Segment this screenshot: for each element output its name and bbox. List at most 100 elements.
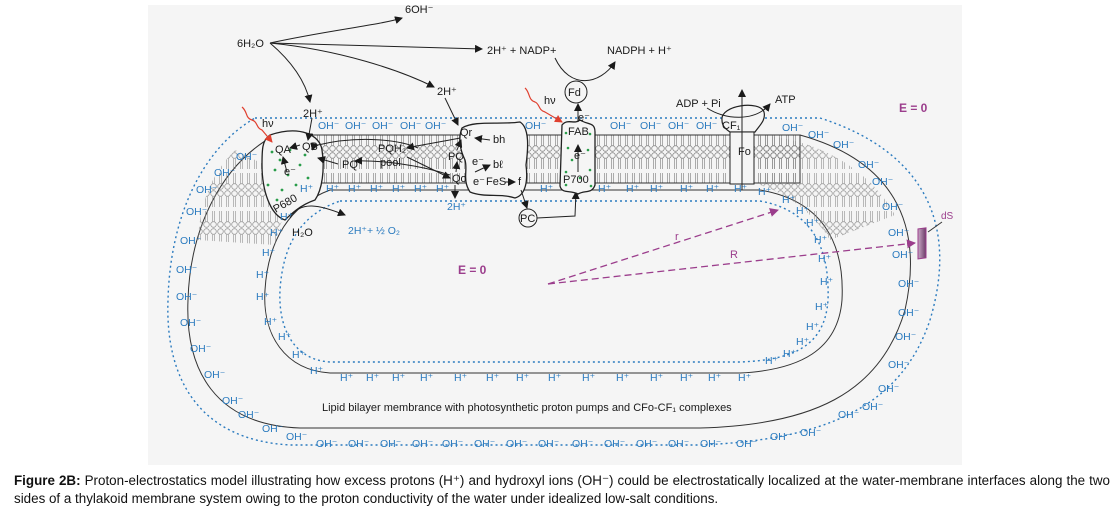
proton-ion: H⁺ [310,365,324,377]
qr-label: Qr [460,127,473,139]
proton-ion: H⁺ [598,183,612,195]
photon-psii [241,106,273,143]
hydroxyl-ion: OH⁻ [238,409,260,421]
hydroxyl-ion: OH⁻ [176,291,198,303]
proton-ion-labels: H⁺ H⁺ H⁺ H⁺ H⁺ H⁺ H⁺ H⁺ H⁺ H⁺ H⁺ H⁺ H⁺ H⁺ H⁺ H⁺ H⁺ H⁺ H⁺ H⁺… [256,183,834,384]
hydroxyl-ion: OH⁻ [196,184,218,196]
proton-ion: H⁺ [616,372,630,384]
electron-fes: e⁻ [473,176,485,188]
thylakoid-diagram: P680 QA QB e⁻ PQH₂ pool PQ Qr Qo PQ bh b… [167,4,954,450]
photon-psi [524,87,563,123]
figure-panel [148,5,962,465]
proton-ion: H⁺ [392,372,406,384]
r-label: r [675,231,679,243]
proton-ion: H⁺ [436,183,450,195]
proton-ion: H⁺ [370,183,384,195]
hydroxyl-ion: OH⁻ [770,431,792,443]
hydroxyl-ion: OH⁻ [898,278,920,290]
fd-label: Fd [568,87,581,99]
hydroxyl-ion: OH⁻ [736,438,758,450]
proton-ion: H⁺ [815,301,829,313]
proton-ion: H⁺ [292,349,306,361]
psi-label: P700 [563,174,589,186]
proton-ion: H⁺ [708,372,722,384]
pqh2-label: PQH₂ [378,143,406,155]
proton-mid-label: 2H⁺ [437,86,457,98]
outer-membrane [187,134,911,429]
proton-ion: H⁺ [796,205,810,217]
proton-ion: H⁺ [820,276,834,288]
hydroxyl-ion: OH⁻ [800,427,822,439]
hydroxyl-ion: OH⁻ [286,431,308,443]
electron-b: e⁻ [472,156,484,168]
caption-label: Figure 2B: [14,473,81,488]
hydroxyl-ion: OH⁻ [882,201,904,213]
hydroxyl-ion: OH⁻ [190,343,212,355]
water-label: 6H₂O [237,38,264,50]
hydroxyl-ion: OH⁻ [236,151,258,163]
hydroxide-label: 6OH⁻ [405,4,434,16]
proton-ion: H⁺ [765,355,779,367]
hydroxyl-ion: OH⁻ [180,317,202,329]
hydroxyl-ion-labels: OH⁻ OH⁻ OH⁻ OH⁻ OH⁻ OH⁻ OH⁻ OH⁻ OH⁻ OH⁻ OH⁻ OH⁻ OH⁻ O… [176,120,920,450]
hydroxyl-ion: OH⁻ [204,369,226,381]
proton-ion: H⁺ [706,183,720,195]
hydroxyl-ion: OH⁻ [316,438,338,450]
hydroxyl-ion: OH⁻ [782,122,804,134]
proton-ion: H⁺ [454,372,468,384]
fo-label: Fo [738,146,751,158]
lumen-2h-label: 2H⁺ [447,201,466,213]
proton-ion: H⁺ [680,372,694,384]
proton-ion: H⁺ [340,372,354,384]
proton-ion: H⁺ [262,247,276,259]
hydroxyl-ion: OH⁻ [636,438,658,450]
psii-pigments [266,148,310,202]
adp-label: ADP + Pi [676,98,721,110]
hydroxyl-ion: OH⁻ [878,383,900,395]
hydroxyl-ion: OH⁻ [898,307,920,319]
bl-label: bℓ [493,159,503,171]
electron-fd: e⁻ [578,112,590,124]
inner-ion-boundary [279,200,829,363]
proton-ion: H⁺ [796,336,810,348]
proton-ion: H⁺ [806,321,820,333]
proton-ion: H⁺ [392,183,406,195]
proton-ion: H⁺ [783,348,797,360]
bh-label: bh [493,134,505,146]
h2o-label: H₂O [292,227,313,239]
proton-ion: H⁺ [414,183,428,195]
R-label: R [730,249,738,261]
hydroxyl-ion: OH⁻ [474,438,496,450]
hydroxyl-ion: OH⁻ [318,120,340,132]
proton-ion: H⁺ [366,372,380,384]
hydroxyl-ion: OH⁻ [858,159,880,171]
hydroxyl-ion: OH⁻ [696,120,718,132]
ds-surface-element [917,227,927,260]
proton-ion: H⁺ [650,372,664,384]
hydroxyl-ion: OH⁻ [442,438,464,450]
hydroxyl-ion: OH⁻ [808,129,830,141]
lipid-bilayer-right [760,135,895,240]
proton-ion: H⁺ [326,183,340,195]
lipid-bilayer [300,135,800,183]
proton-ion: H⁺ [734,183,748,195]
hydroxyl-ion: OH⁻ [400,120,422,132]
ds-label: dS [941,211,954,222]
caption-text: Proton-electrostatics model illustrating… [14,473,1110,506]
proton-ion: H⁺ [814,234,828,246]
fab-label: FAB [568,126,589,138]
hydroxyl-ion: OH⁻ [262,423,284,435]
hydroxyl-ion: OH⁻ [345,120,367,132]
hydroxyl-ion: OH⁻ [572,438,594,450]
hv-psii: hν [262,118,274,130]
nadph-label: NADPH + H⁺ [607,45,672,57]
hydroxyl-ion: OH⁻ [380,438,402,450]
hv-psi: hν [544,95,556,107]
proton-ion: H⁺ [256,269,270,281]
inner-membrane [264,189,843,374]
proton-ion: H⁺ [348,183,362,195]
hydroxyl-ion: OH⁻ [700,438,722,450]
proton-ion: H⁺ [300,183,314,195]
proton-ion: H⁺ [278,331,292,343]
proton-ion: H⁺ [782,194,796,206]
